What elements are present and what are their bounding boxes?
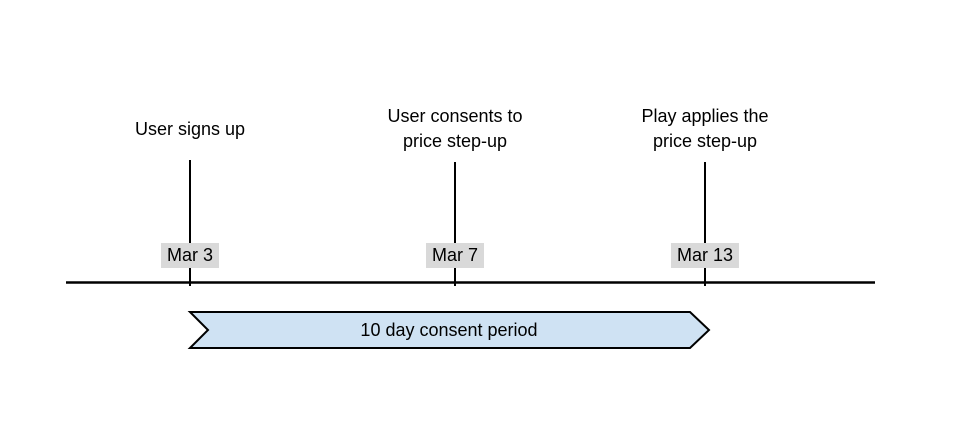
date-label-mar-13: Mar 13 xyxy=(670,243,740,268)
consent-period-banner-shape xyxy=(187,311,711,349)
date-label-mar-3: Mar 3 xyxy=(160,243,220,268)
event-title-play-applies: Play applies the price step-up xyxy=(641,106,769,151)
date-label-mar-7: Mar 7 xyxy=(425,243,485,268)
event-title-user-signs-up: User signs up xyxy=(134,119,246,139)
consent-period-banner-label: 10 day consent period xyxy=(360,320,538,340)
event-title-user-consents: User consents to price step-up xyxy=(387,106,523,151)
